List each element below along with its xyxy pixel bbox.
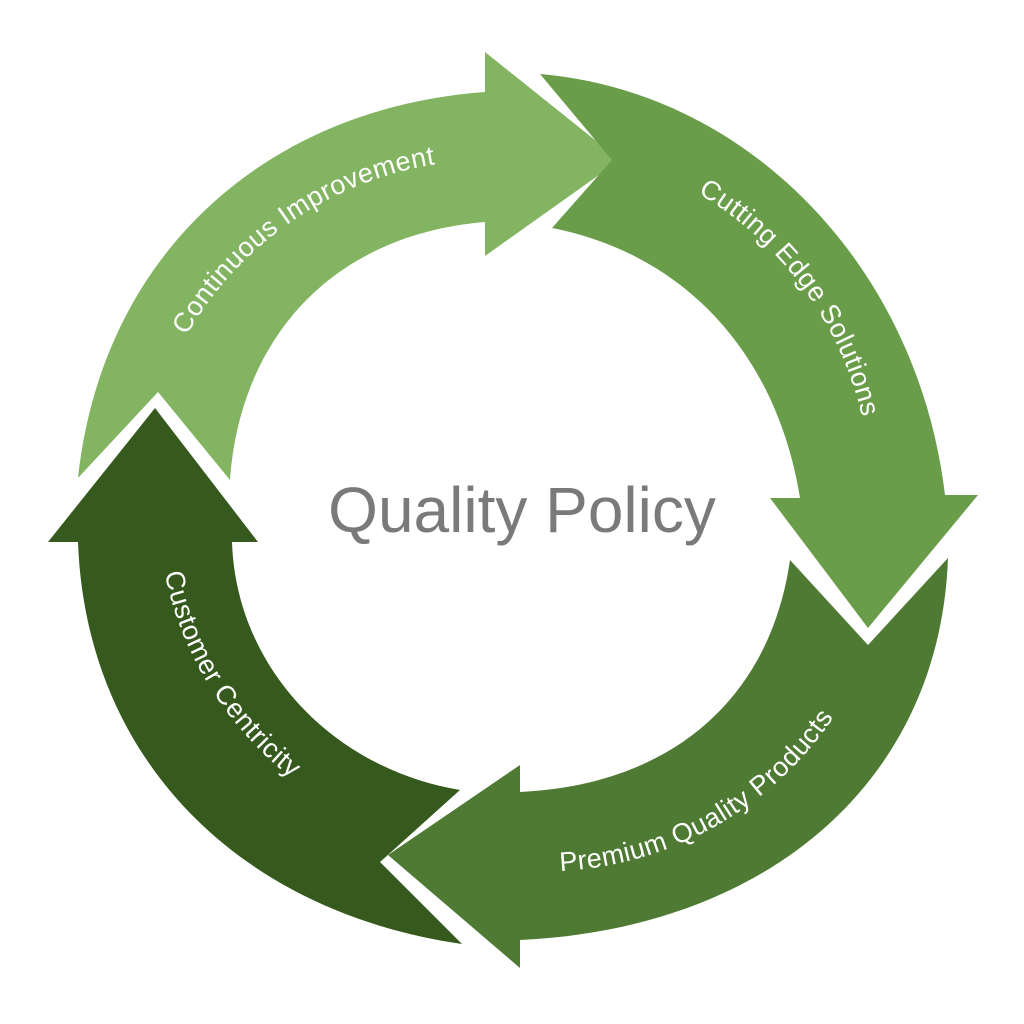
segment-arrow-customer-centricity <box>48 408 462 944</box>
segment-arrow-continuous-improvement <box>78 52 620 480</box>
center-title: Quality Policy <box>328 474 716 546</box>
segment-arrow-cutting-edge-solutions <box>540 74 978 628</box>
segment-arrow-premium-quality-products <box>388 558 948 968</box>
